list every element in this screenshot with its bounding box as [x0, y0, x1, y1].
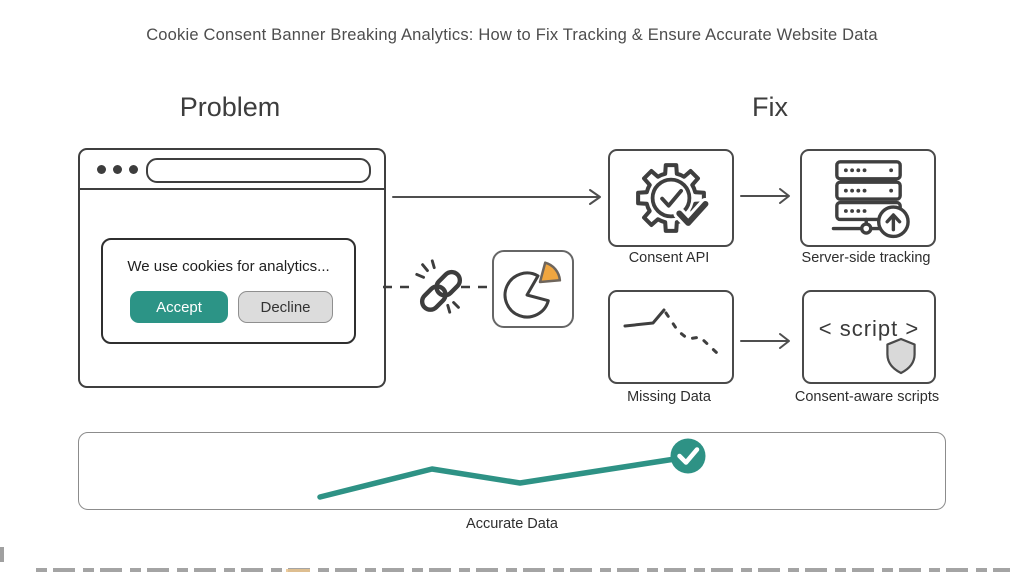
decline-button[interactable]: Decline	[238, 291, 333, 323]
video-frame-artifact	[0, 547, 4, 562]
fix-heading: Fix	[752, 92, 788, 122]
server-side-tracking-card	[800, 149, 936, 247]
problem-heading: Problem	[179, 92, 281, 122]
browser-window: We use cookies for analytics... Accept D…	[78, 148, 386, 388]
cookie-consent-banner: We use cookies for analytics... Accept D…	[101, 238, 356, 344]
script-tag-text: < script >	[818, 316, 920, 341]
page-title: Cookie Consent Banner Breaking Analytics…	[146, 26, 878, 44]
accept-button[interactable]: Accept	[130, 291, 228, 323]
video-frame-artifact	[36, 568, 1010, 572]
browser-toolbar	[80, 150, 384, 190]
consent-api-card	[608, 149, 734, 247]
server-upload-icon	[831, 160, 910, 239]
video-frame-artifact	[286, 569, 310, 572]
missing-data-label: Missing Data	[627, 389, 711, 405]
accurate-data-label: Accurate Data	[466, 516, 558, 532]
broken-link-icon	[415, 259, 463, 314]
consent-api-label: Consent API	[628, 250, 710, 266]
analytics-pie-chart-icon	[492, 250, 574, 328]
cookie-message: We use cookies for analytics...	[127, 258, 330, 275]
window-control-dot	[129, 165, 138, 174]
arrow-consent-api-to-server	[740, 188, 790, 204]
consent-aware-scripts-label: Consent-aware scripts	[794, 389, 940, 405]
missing-data-card	[608, 290, 734, 384]
arrow-missing-data-to-scripts	[740, 333, 790, 349]
accurate-data-panel	[78, 432, 946, 510]
gear-checkmark-icon	[636, 163, 709, 233]
server-side-tracking-label: Server-side tracking	[801, 250, 931, 266]
address-bar[interactable]	[146, 158, 371, 183]
window-control-dot	[97, 165, 106, 174]
shield-icon	[884, 336, 918, 376]
arrow-browser-to-consent-api	[392, 189, 601, 205]
declining-line-chart-icon	[623, 308, 719, 355]
consent-aware-scripts-card: < script >	[802, 290, 936, 384]
window-control-dot	[113, 165, 122, 174]
